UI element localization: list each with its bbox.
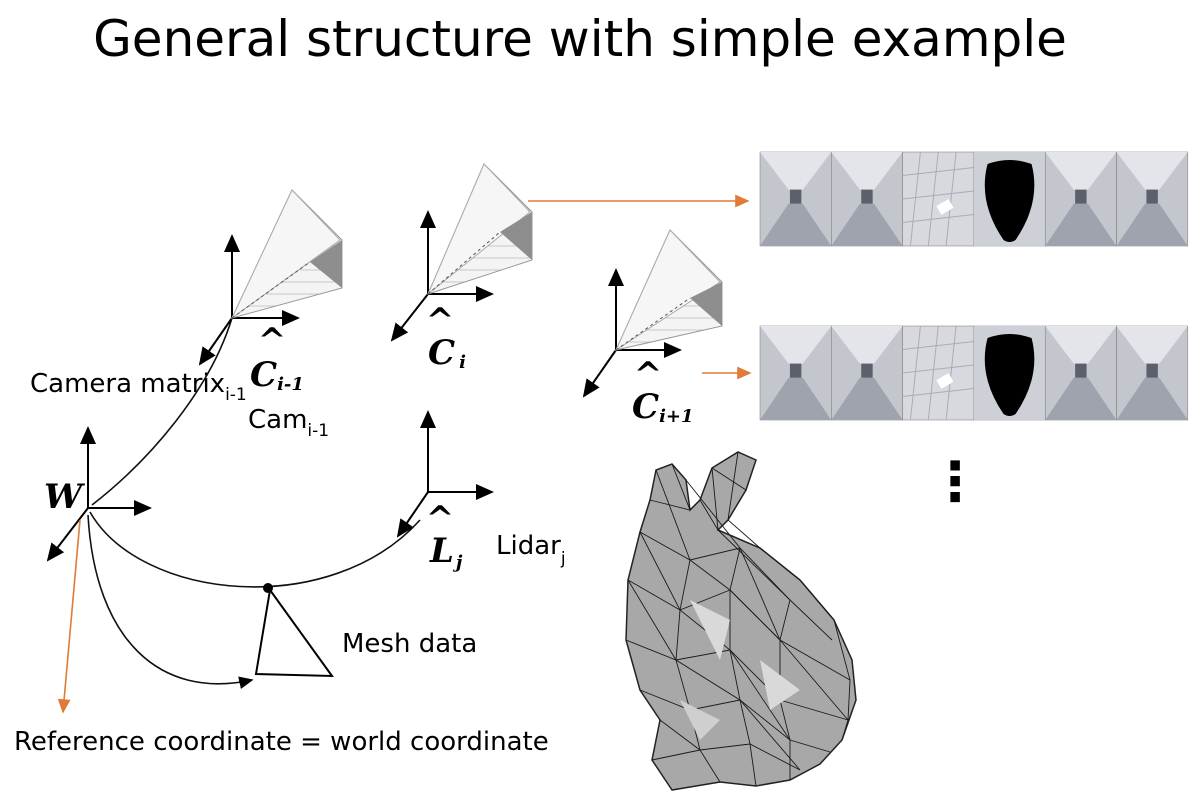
panorama-tile-corridor	[1044, 151, 1117, 247]
camera-prev: ^ Ci-1	[198, 189, 343, 395]
panorama-tile-corridor	[1116, 325, 1189, 421]
panorama-strip-2	[759, 325, 1189, 421]
world-frame: W	[44, 426, 152, 562]
c-next-subscript: i+1	[659, 406, 693, 427]
c-cur-subscript: i	[459, 352, 466, 373]
cam-subscript: i-1	[307, 421, 329, 441]
panorama-tile-ceiling	[902, 325, 975, 421]
svg-text:Camera matrixi-1: Camera matrixi-1	[30, 369, 247, 405]
more-frames-ellipsis: ⋮	[928, 450, 982, 513]
mesh-triangle	[254, 587, 334, 678]
panorama-tile-corridor	[759, 325, 832, 421]
camera-matrix-subscript: i-1	[225, 385, 247, 405]
svg-text:Ci+1: Ci+1	[632, 387, 694, 427]
panorama-tile-corridor	[759, 151, 832, 247]
panorama-tile-mask	[973, 325, 1046, 421]
svg-text:Lj: Lj	[429, 531, 463, 573]
camera-next: ^ Ci+1	[582, 229, 723, 427]
c-next-symbol: C	[632, 387, 659, 427]
panorama-tile-corridor	[1044, 325, 1117, 421]
curve-to-mesh	[87, 514, 254, 689]
svg-text:Ci: Ci	[428, 333, 466, 373]
l-hat: ^	[426, 499, 455, 539]
curve-to-camera	[91, 317, 233, 506]
c-cur-symbol: C	[428, 333, 455, 373]
reference-coordinate-label: Reference coordinate = world coordinate	[14, 727, 549, 757]
lidar-subscript: j	[560, 549, 566, 569]
panorama-strip-1	[759, 151, 1189, 247]
reference-arrow	[57, 519, 81, 714]
mesh-data-label: Mesh data	[342, 629, 477, 659]
l-symbol: L	[429, 531, 454, 571]
bunny-mesh	[625, 451, 857, 791]
svg-text:Ci-1: Ci-1	[250, 355, 304, 395]
svg-text:Lidarj: Lidarj	[496, 531, 566, 569]
lidar-label: Lidar	[496, 531, 561, 561]
camera-matrix-label: Camera matrix	[30, 369, 225, 399]
world-symbol: W	[44, 477, 85, 517]
panorama-strips	[759, 151, 1189, 421]
c-prev-hat: ^	[258, 321, 287, 361]
curve-to-lidar	[89, 511, 421, 588]
cam-label: Cam	[248, 405, 307, 435]
panorama-tile-mask	[973, 151, 1046, 247]
panorama-tile-corridor	[831, 151, 903, 247]
panorama-tile-ceiling	[902, 151, 975, 247]
svg-text:Cami-1: Cami-1	[248, 405, 329, 441]
c-next-hat: ^	[634, 355, 663, 395]
c-cur-hat: ^	[426, 301, 455, 341]
c-prev-subscript: i-1	[277, 374, 304, 395]
panorama-tile-corridor	[831, 325, 903, 421]
page-title: General structure with simple example	[93, 10, 1067, 68]
panorama-tile-corridor	[1116, 151, 1189, 247]
c-prev-symbol: C	[250, 355, 277, 395]
l-subscript: j	[453, 552, 463, 573]
